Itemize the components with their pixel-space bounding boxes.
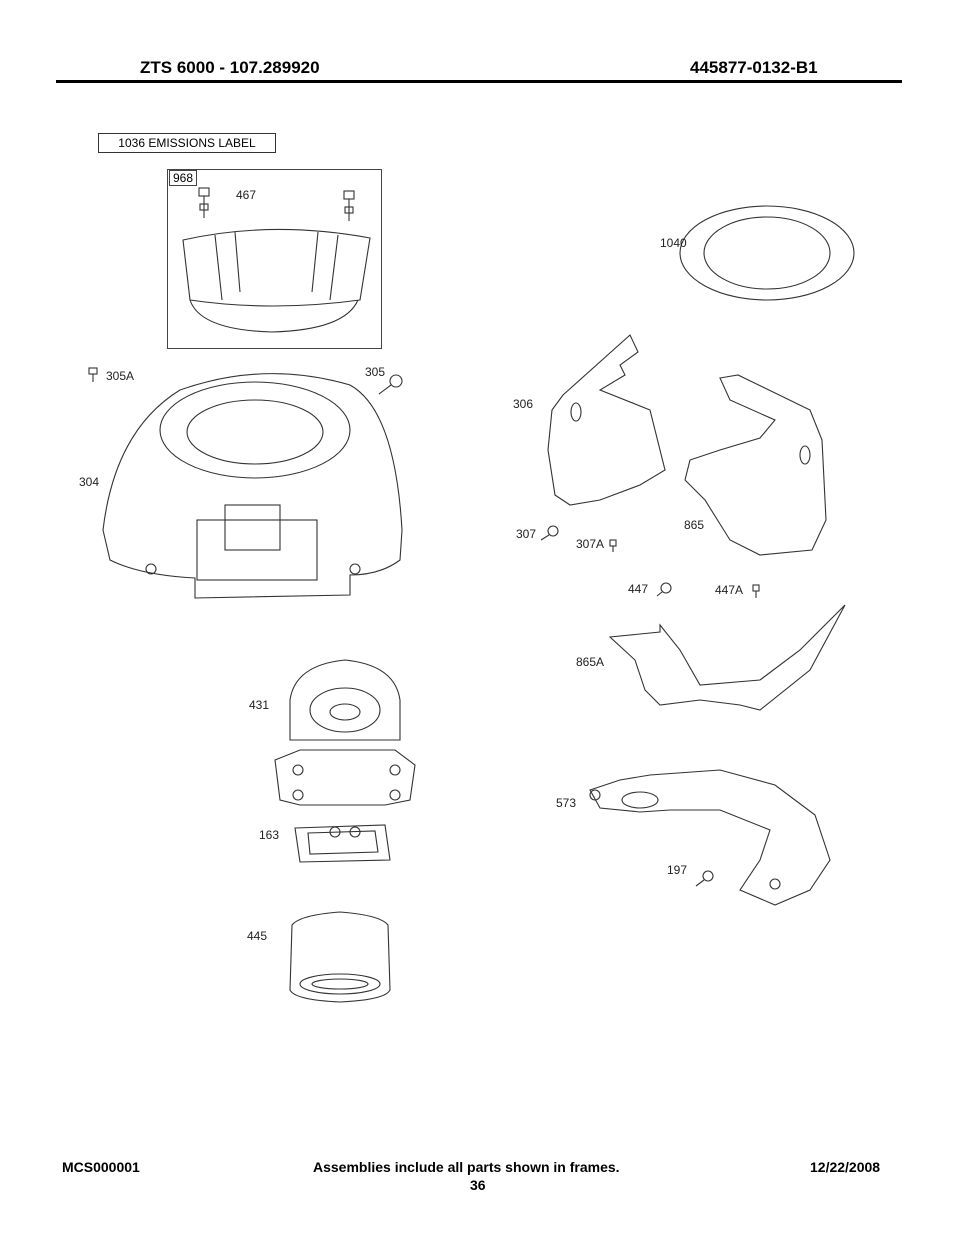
callout-305A: 305A	[106, 369, 135, 383]
side-shield-306	[547, 334, 666, 506]
baffle-865A	[608, 604, 846, 711]
part-number: 445877-0132-B1	[690, 58, 818, 77]
callout-445: 445	[247, 929, 268, 943]
callout-197: 197	[667, 863, 688, 877]
footer-note: Assemblies include all parts shown in fr…	[313, 1159, 620, 1175]
callout-307: 307	[516, 527, 537, 541]
screw-447A	[752, 584, 760, 598]
callout-306: 306	[513, 397, 534, 411]
filter-445	[289, 911, 391, 1003]
footer-code: MCS000001	[62, 1159, 140, 1175]
screw-197	[695, 870, 714, 887]
air-cleaner-base	[274, 749, 416, 806]
bolt-447	[656, 582, 672, 597]
bracket-573	[589, 769, 831, 906]
shroud-cover-968	[182, 228, 371, 333]
callout-431: 431	[249, 698, 270, 712]
bolt-307	[540, 525, 559, 541]
blower-housing-304	[102, 373, 403, 599]
callout-573: 573	[556, 796, 577, 810]
callout-467: 467	[236, 188, 257, 202]
callout-307A: 307A	[576, 537, 605, 551]
callout-447A: 447A	[715, 583, 744, 597]
callout-163: 163	[259, 828, 280, 842]
ring-1040	[679, 205, 855, 301]
callout-865: 865	[684, 518, 705, 532]
callout-1040: 1040	[660, 236, 687, 250]
assembly-frame-968	[167, 169, 382, 349]
side-shield-865	[684, 374, 827, 556]
screw-467-right	[343, 190, 355, 221]
emissions-label-box: 1036 EMISSIONS LABEL	[98, 133, 276, 153]
footer-date: 12/22/2008	[810, 1159, 881, 1175]
page-number: 36	[470, 1177, 486, 1193]
screw-307A	[609, 539, 617, 552]
callout-865A: 865A	[576, 655, 605, 669]
header-rule	[56, 80, 902, 83]
bolt-305	[378, 374, 403, 395]
callout-304: 304	[79, 475, 100, 489]
screw-305A	[88, 367, 98, 382]
callout-305: 305	[365, 365, 386, 379]
gasket-163	[294, 824, 391, 863]
screw-467-left	[198, 187, 210, 218]
model-title: ZTS 6000 - 107.289920	[140, 58, 320, 77]
air-cleaner-cover-431	[289, 659, 401, 741]
callout-447: 447	[628, 582, 649, 596]
frame-id-label: 968	[169, 170, 198, 186]
